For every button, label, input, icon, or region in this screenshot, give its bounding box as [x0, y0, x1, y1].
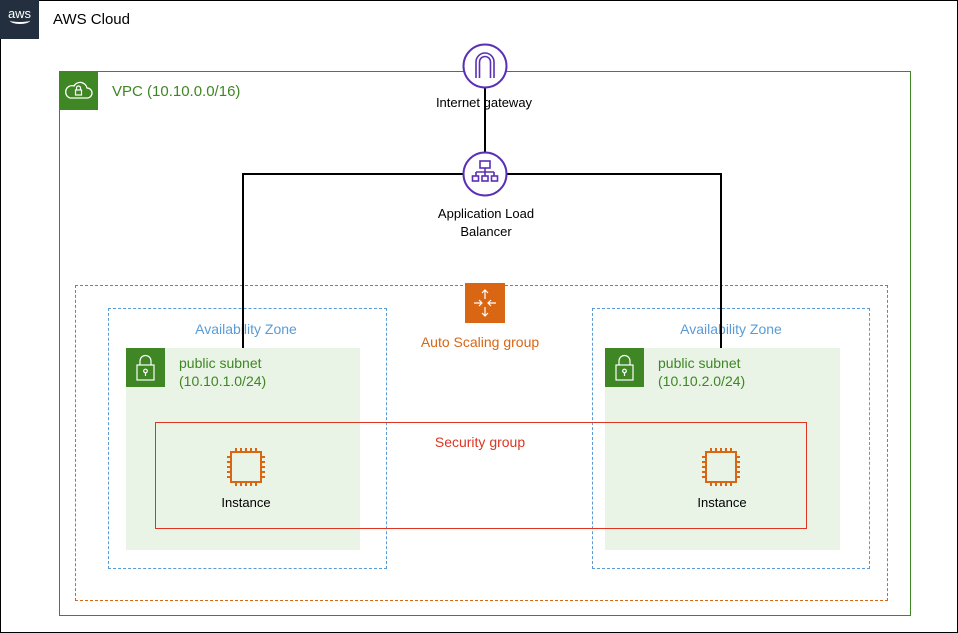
security-group — [155, 422, 807, 529]
instance-1-chip-icon — [227, 448, 265, 486]
load-balancer-icon — [462, 151, 508, 197]
auto-scaling-icon — [465, 283, 505, 323]
aws-logo-text: aws — [7, 6, 32, 21]
aws-cloud-label: AWS Cloud — [53, 11, 130, 28]
instance-2-label: Instance — [697, 495, 747, 510]
subnet-1-lock-icon — [126, 348, 165, 387]
subnet-2-lock-icon — [605, 348, 644, 387]
subnet-1-cidr: (10.10.1.0/24) — [179, 373, 267, 389]
subnet-2-cidr: (10.10.2.0/24) — [658, 373, 746, 389]
vpc-label: VPC (10.10.0.0/16) — [112, 83, 241, 100]
instance-1-label: Instance — [221, 495, 271, 510]
availability-zone-2 — [592, 308, 870, 569]
auto-scaling-group-label: Auto Scaling group — [420, 334, 540, 350]
alb-subnet-1-connection — [242, 173, 463, 348]
aws-logo-icon: aws — [0, 0, 39, 39]
public-subnet-1 — [126, 348, 360, 550]
subnet-1-label: public subnet — [179, 355, 262, 371]
instance-2-chip-icon — [702, 448, 740, 486]
internet-gateway-label: Internet gateway — [435, 95, 533, 110]
availability-zone-2-label: Availability Zone — [680, 321, 782, 337]
public-subnet-2 — [605, 348, 840, 550]
internet-gateway-icon — [462, 43, 508, 89]
subnet-2-label: public subnet — [658, 355, 741, 371]
alb-subnet-2-connection — [507, 173, 722, 348]
load-balancer-label-line2: Balancer — [460, 224, 512, 239]
load-balancer-label-line1: Application Load — [437, 206, 535, 221]
security-group-label: Security group — [434, 434, 526, 450]
availability-zone-1 — [108, 308, 387, 569]
availability-zone-1-label: Availability Zone — [195, 321, 297, 337]
vpc-cloud-lock-icon — [59, 71, 98, 110]
